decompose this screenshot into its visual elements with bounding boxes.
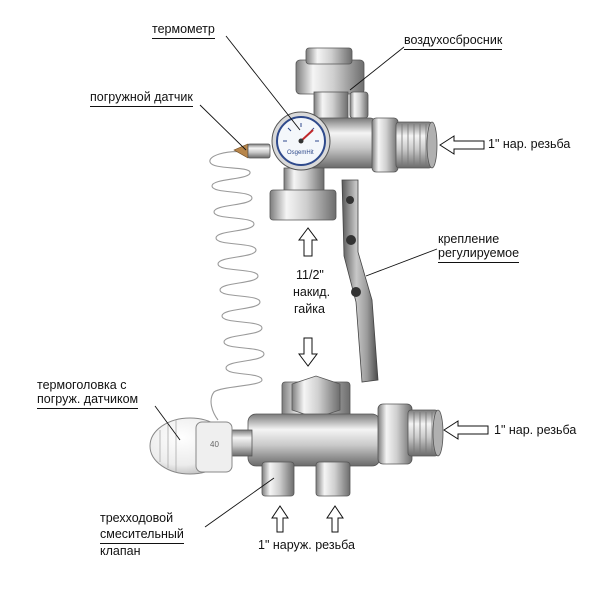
- mixing-valve-body: [229, 375, 444, 497]
- union-nut-upper: [269, 167, 337, 221]
- label-air-vent: воздухосбросник: [404, 33, 503, 50]
- leader-lines: [154, 35, 438, 528]
- adjustable-bracket: [341, 179, 379, 383]
- thermometer-gauge: [271, 111, 331, 171]
- immersion-sensor-probe: [233, 143, 271, 159]
- gauge-brand-text: OsgemHit: [287, 150, 314, 156]
- label-valve-line1: трехходовой: [100, 511, 174, 525]
- label-nut-line3: гайка: [294, 302, 325, 316]
- label-thermohead-line2: погруж. датчиком: [37, 392, 139, 409]
- outline-arrows: [271, 135, 489, 533]
- label-thread-top-right: 1" нар. резьба: [488, 137, 571, 151]
- label-thread-bottom: 1" наруж. резьба: [258, 538, 355, 552]
- label-mount-line1: крепление: [438, 232, 500, 246]
- label-valve-line3: клапан: [100, 544, 141, 558]
- thermo-head: [149, 417, 233, 475]
- label-nut-line1: 11/2": [296, 268, 324, 282]
- label-nut-line2: накид.: [293, 285, 331, 299]
- label-thermometer: термометр: [152, 22, 215, 39]
- label-immersion-sensor: погружной датчик: [90, 90, 193, 107]
- thermohead-scale-text: 40: [210, 440, 219, 449]
- air-vent-body: [295, 47, 369, 123]
- label-valve-line2: смесительный: [100, 527, 184, 544]
- capillary-coil: [209, 151, 265, 421]
- label-thread-bottom-right: 1" нар. резьба: [494, 423, 577, 437]
- label-mount-line2: регулируемое: [438, 246, 520, 263]
- label-thermohead-line1: термоголовка с: [37, 378, 127, 392]
